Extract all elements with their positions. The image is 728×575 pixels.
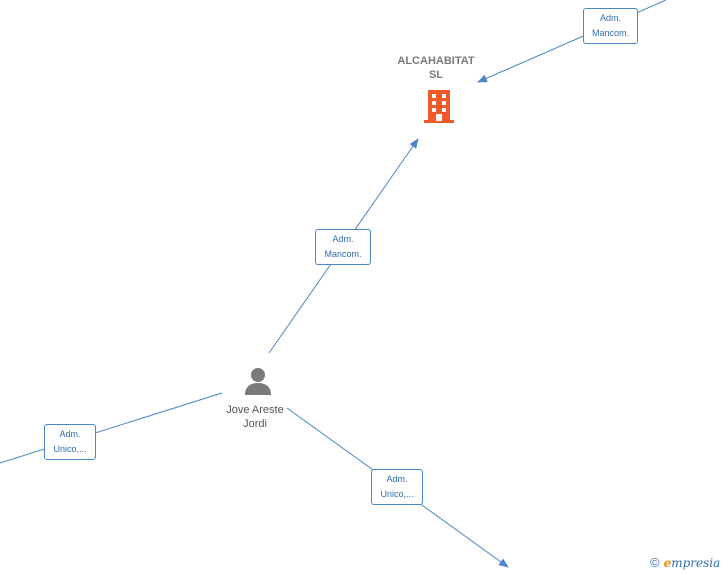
edge-line-left-to-person xyxy=(0,392,223,464)
edge-label-line1: Adm. xyxy=(599,13,621,23)
brand-initial: e xyxy=(663,556,672,570)
edge-label-top-right[interactable]: Adm. Mancom. xyxy=(583,8,638,44)
edge-label-line2: Mancom. xyxy=(324,249,362,259)
edge-label-bottom-right[interactable]: Adm. Unico,... xyxy=(371,469,423,505)
edge-label-person-company[interactable]: Adm. Mancom. xyxy=(315,229,371,265)
edge-label-line1: Adm. xyxy=(332,234,354,244)
brand-rest: mpresia xyxy=(671,556,721,570)
edge-label-line1: Adm. xyxy=(386,474,408,484)
edge-label-line1: Adm. xyxy=(59,429,81,439)
edge-label-line2: Mancom. xyxy=(591,28,629,38)
company-name-line2: SL xyxy=(428,69,444,81)
edge-label-line2: Unico,... xyxy=(53,444,87,454)
company-name[interactable]: ALCAHABITAT SL xyxy=(381,54,491,82)
edge-label-line2: Unico,... xyxy=(380,489,414,499)
building-icon[interactable] xyxy=(423,88,455,129)
person-name-line1: Jove Areste xyxy=(226,404,284,416)
company-name-line1: ALCAHABITAT xyxy=(397,55,475,67)
empresia-watermark: ©empresia xyxy=(650,555,720,570)
copyright-symbol: © xyxy=(650,555,660,570)
edge-label-left[interactable]: Adm. Unico,... xyxy=(44,424,96,460)
person-name[interactable]: Jove Areste Jordi xyxy=(205,403,305,431)
person-name-line2: Jordi xyxy=(243,418,267,430)
person-icon[interactable] xyxy=(243,366,273,401)
